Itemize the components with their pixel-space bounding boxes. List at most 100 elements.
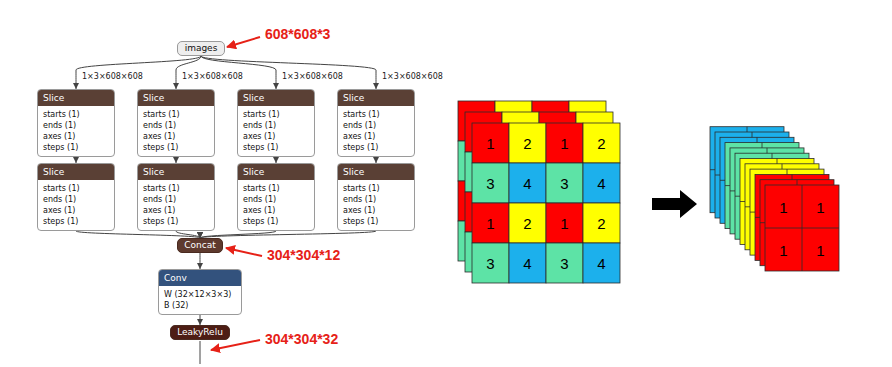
attribute-text: ends (1) [238,194,314,205]
node-title: Slice [38,164,114,180]
node-title: Slice [38,90,114,106]
cell-number: 3 [560,175,568,192]
attribute-text: B (32) [159,300,241,314]
attribute-text: axes (1) [38,131,114,142]
cell-number: 1 [486,215,494,232]
attribute-text: steps (1) [338,142,414,156]
attribute-text: steps (1) [238,216,314,230]
cell-number: 1 [779,241,787,258]
cell-number: 1 [486,135,494,152]
attribute-text: axes (1) [138,131,214,142]
slice-op: Slicestarts (1)ends (1)axes (1)steps (1) [137,163,215,231]
attribute-text: steps (1) [238,142,314,156]
attribute-text: starts (1) [238,180,314,194]
slice-op: Slicestarts (1)ends (1)axes (1)steps (1) [337,89,415,157]
connector [200,315,201,325]
cell-number: 4 [597,255,605,272]
attribute-text: ends (1) [138,194,214,205]
node-title: Concat [184,240,216,251]
attribute-text: steps (1) [338,216,414,230]
attribute-text: ends (1) [138,120,214,131]
attribute-text: ends (1) [338,120,414,131]
attribute-text: axes (1) [338,131,414,142]
node-title: Slice [338,164,414,180]
slice-op: Slicestarts (1)ends (1)axes (1)steps (1) [337,163,415,231]
attribute-text: starts (1) [38,106,114,120]
node-title: Slice [238,164,314,180]
output-layer [765,185,839,271]
cell-number: 2 [523,135,531,152]
attribute-text: starts (1) [238,106,314,120]
attribute-text: ends (1) [38,194,114,205]
annotation-arrow [227,37,260,47]
attribute-text: starts (1) [38,180,114,194]
connector [176,231,200,238]
annotation-arrow [226,248,262,256]
cell-number: 1 [779,198,787,215]
attribute-text: ends (1) [338,194,414,205]
attribute-text: axes (1) [38,205,114,216]
attribute-text: axes (1) [338,205,414,216]
slice-op: Slicestarts (1)ends (1)axes (1)steps (1) [237,163,315,231]
input-node: images [177,41,226,56]
node-title: Slice [238,90,314,106]
edge-label: 1×3×608×608 [381,72,444,82]
size-annotation: 304*304*32 [265,331,338,347]
cell-number: 3 [486,255,494,272]
attribute-text: axes (1) [138,205,214,216]
node-title: Slice [138,90,214,106]
node-title: Conv [159,270,241,286]
node-title: Slice [138,164,214,180]
node-title: images [185,43,218,54]
activation-op: LeakyRelu [170,325,230,340]
attribute-text: ends (1) [238,120,314,131]
edge-label: 1×3×608×608 [181,72,244,82]
connector [200,231,376,238]
channel-layer [472,123,620,283]
attribute-text: W (32×12×3×3) [159,286,241,300]
size-annotation: 608*608*3 [265,26,330,42]
node-title: LeakyRelu [177,327,223,338]
cell-number: 2 [597,215,605,232]
attribute-text: axes (1) [238,205,314,216]
connector [200,253,201,269]
attribute-text: axes (1) [238,131,314,142]
edge-label: 1×3×608×608 [281,72,344,82]
annotation-arrow [211,340,260,350]
node-title: Slice [338,90,414,106]
slice-op: Slicestarts (1)ends (1)axes (1)steps (1) [37,163,115,231]
cell-number: 4 [523,175,531,192]
cell-number: 4 [597,175,605,192]
connector [76,231,200,238]
slice-op: Slicestarts (1)ends (1)axes (1)steps (1) [37,89,115,157]
slice-op: Slicestarts (1)ends (1)axes (1)steps (1) [237,89,315,157]
concat-op: Concat [177,238,223,253]
cell-number: 1 [816,241,824,258]
attribute-text: starts (1) [338,106,414,120]
cell-number: 1 [816,198,824,215]
cell-number: 1 [560,215,568,232]
conv-op: ConvW (32×12×3×3)B (32) [158,269,242,315]
cell-number: 2 [523,215,531,232]
slice-op: Slicestarts (1)ends (1)axes (1)steps (1) [137,89,215,157]
attribute-text: steps (1) [38,142,114,156]
cell-number: 3 [560,255,568,272]
size-annotation: 304*304*12 [267,247,340,263]
cell-number: 4 [523,255,531,272]
attribute-text: starts (1) [338,180,414,194]
attribute-text: ends (1) [38,120,114,131]
output-line [200,341,201,364]
cell-number: 1 [560,135,568,152]
transform-arrow [652,190,697,218]
attribute-text: steps (1) [138,216,214,230]
attribute-text: starts (1) [138,180,214,194]
attribute-text: starts (1) [138,106,214,120]
cell-number: 2 [597,135,605,152]
edge-label: 1×3×608×608 [81,72,144,82]
attribute-text: steps (1) [138,142,214,156]
cell-number: 3 [486,175,494,192]
attribute-text: steps (1) [38,216,114,230]
